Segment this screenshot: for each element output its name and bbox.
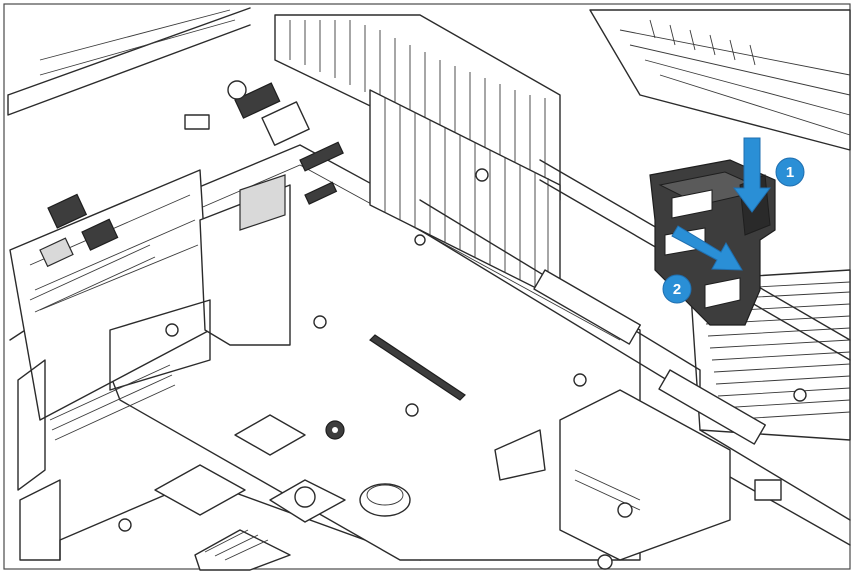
step-2-callout: 2 [662, 274, 692, 304]
riser-cage [9, 169, 291, 561]
step-1-number: 1 [786, 164, 794, 181]
memory-area [589, 9, 851, 151]
step-2-arrow [671, 225, 743, 271]
ports-left [29, 82, 344, 313]
step-1-arrow [733, 137, 771, 213]
step-1-callout: 1 [775, 157, 805, 187]
step-2-number: 2 [673, 281, 681, 298]
board-components [118, 80, 807, 571]
